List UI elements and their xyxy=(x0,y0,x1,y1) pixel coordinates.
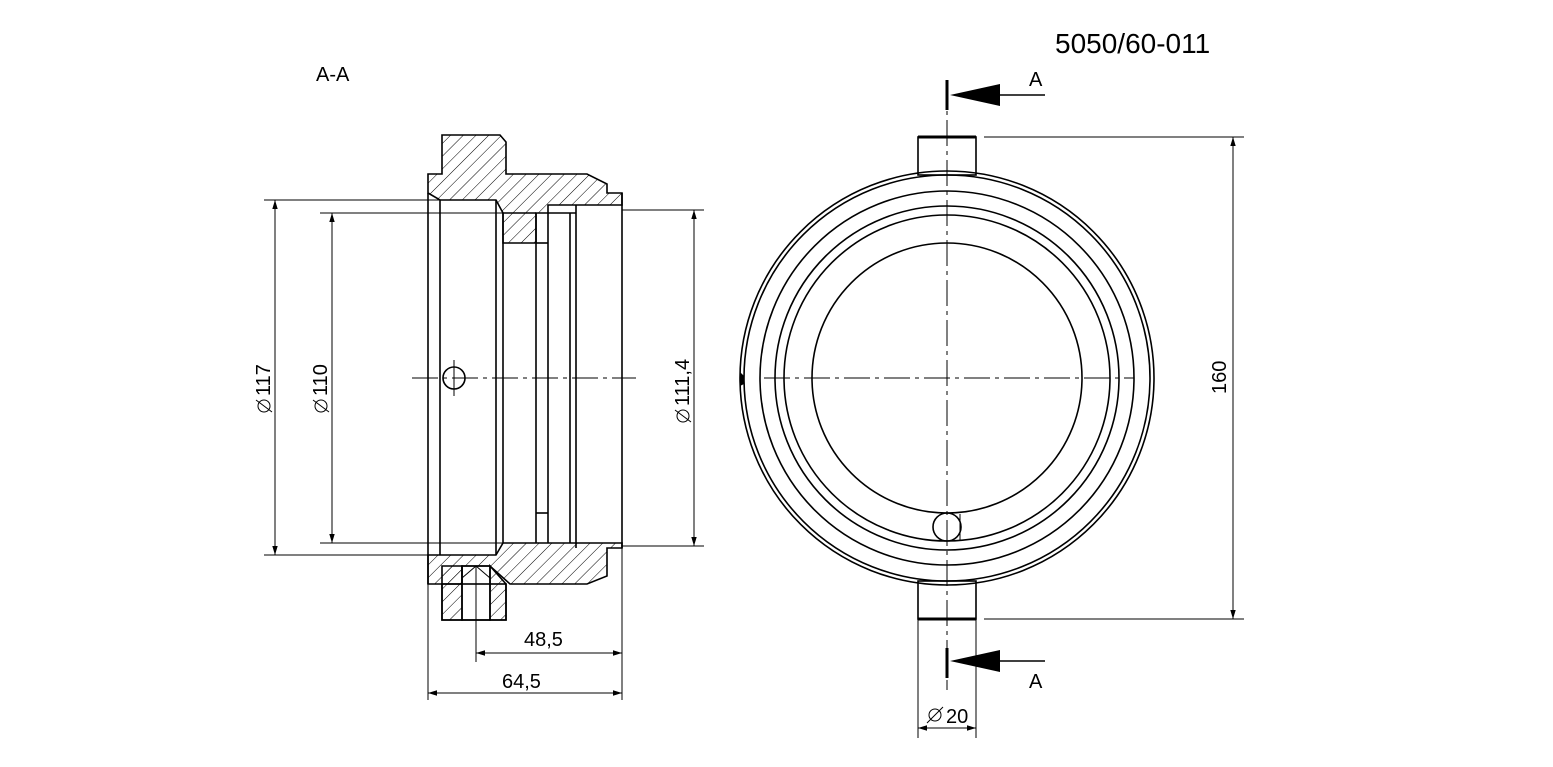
front-view: A A xyxy=(739,69,1155,693)
section-marker-top: A xyxy=(1029,69,1043,91)
dim-diameter-111-4: 111,4 xyxy=(672,359,694,406)
dim-diameter-117: 117 xyxy=(253,364,275,396)
section-dimensions: 117 110 111,4 48,5 64,5 xyxy=(253,199,704,700)
dim-length-48-5: 48,5 xyxy=(524,629,563,651)
dim-height-160: 160 xyxy=(1209,361,1231,394)
section-view xyxy=(412,134,636,621)
dim-diameter-20: 20 xyxy=(946,706,968,728)
part-number: 5050/60-011 xyxy=(1055,28,1210,59)
dim-length-64-5: 64,5 xyxy=(502,671,541,693)
section-title: A-A xyxy=(316,64,350,86)
section-marker-bottom: A xyxy=(1029,671,1043,693)
section-hatch-top xyxy=(427,134,623,244)
boss-hatch xyxy=(441,565,463,621)
front-dimensions: 160 20 xyxy=(917,136,1244,738)
dim-diameter-110: 110 xyxy=(310,364,332,396)
